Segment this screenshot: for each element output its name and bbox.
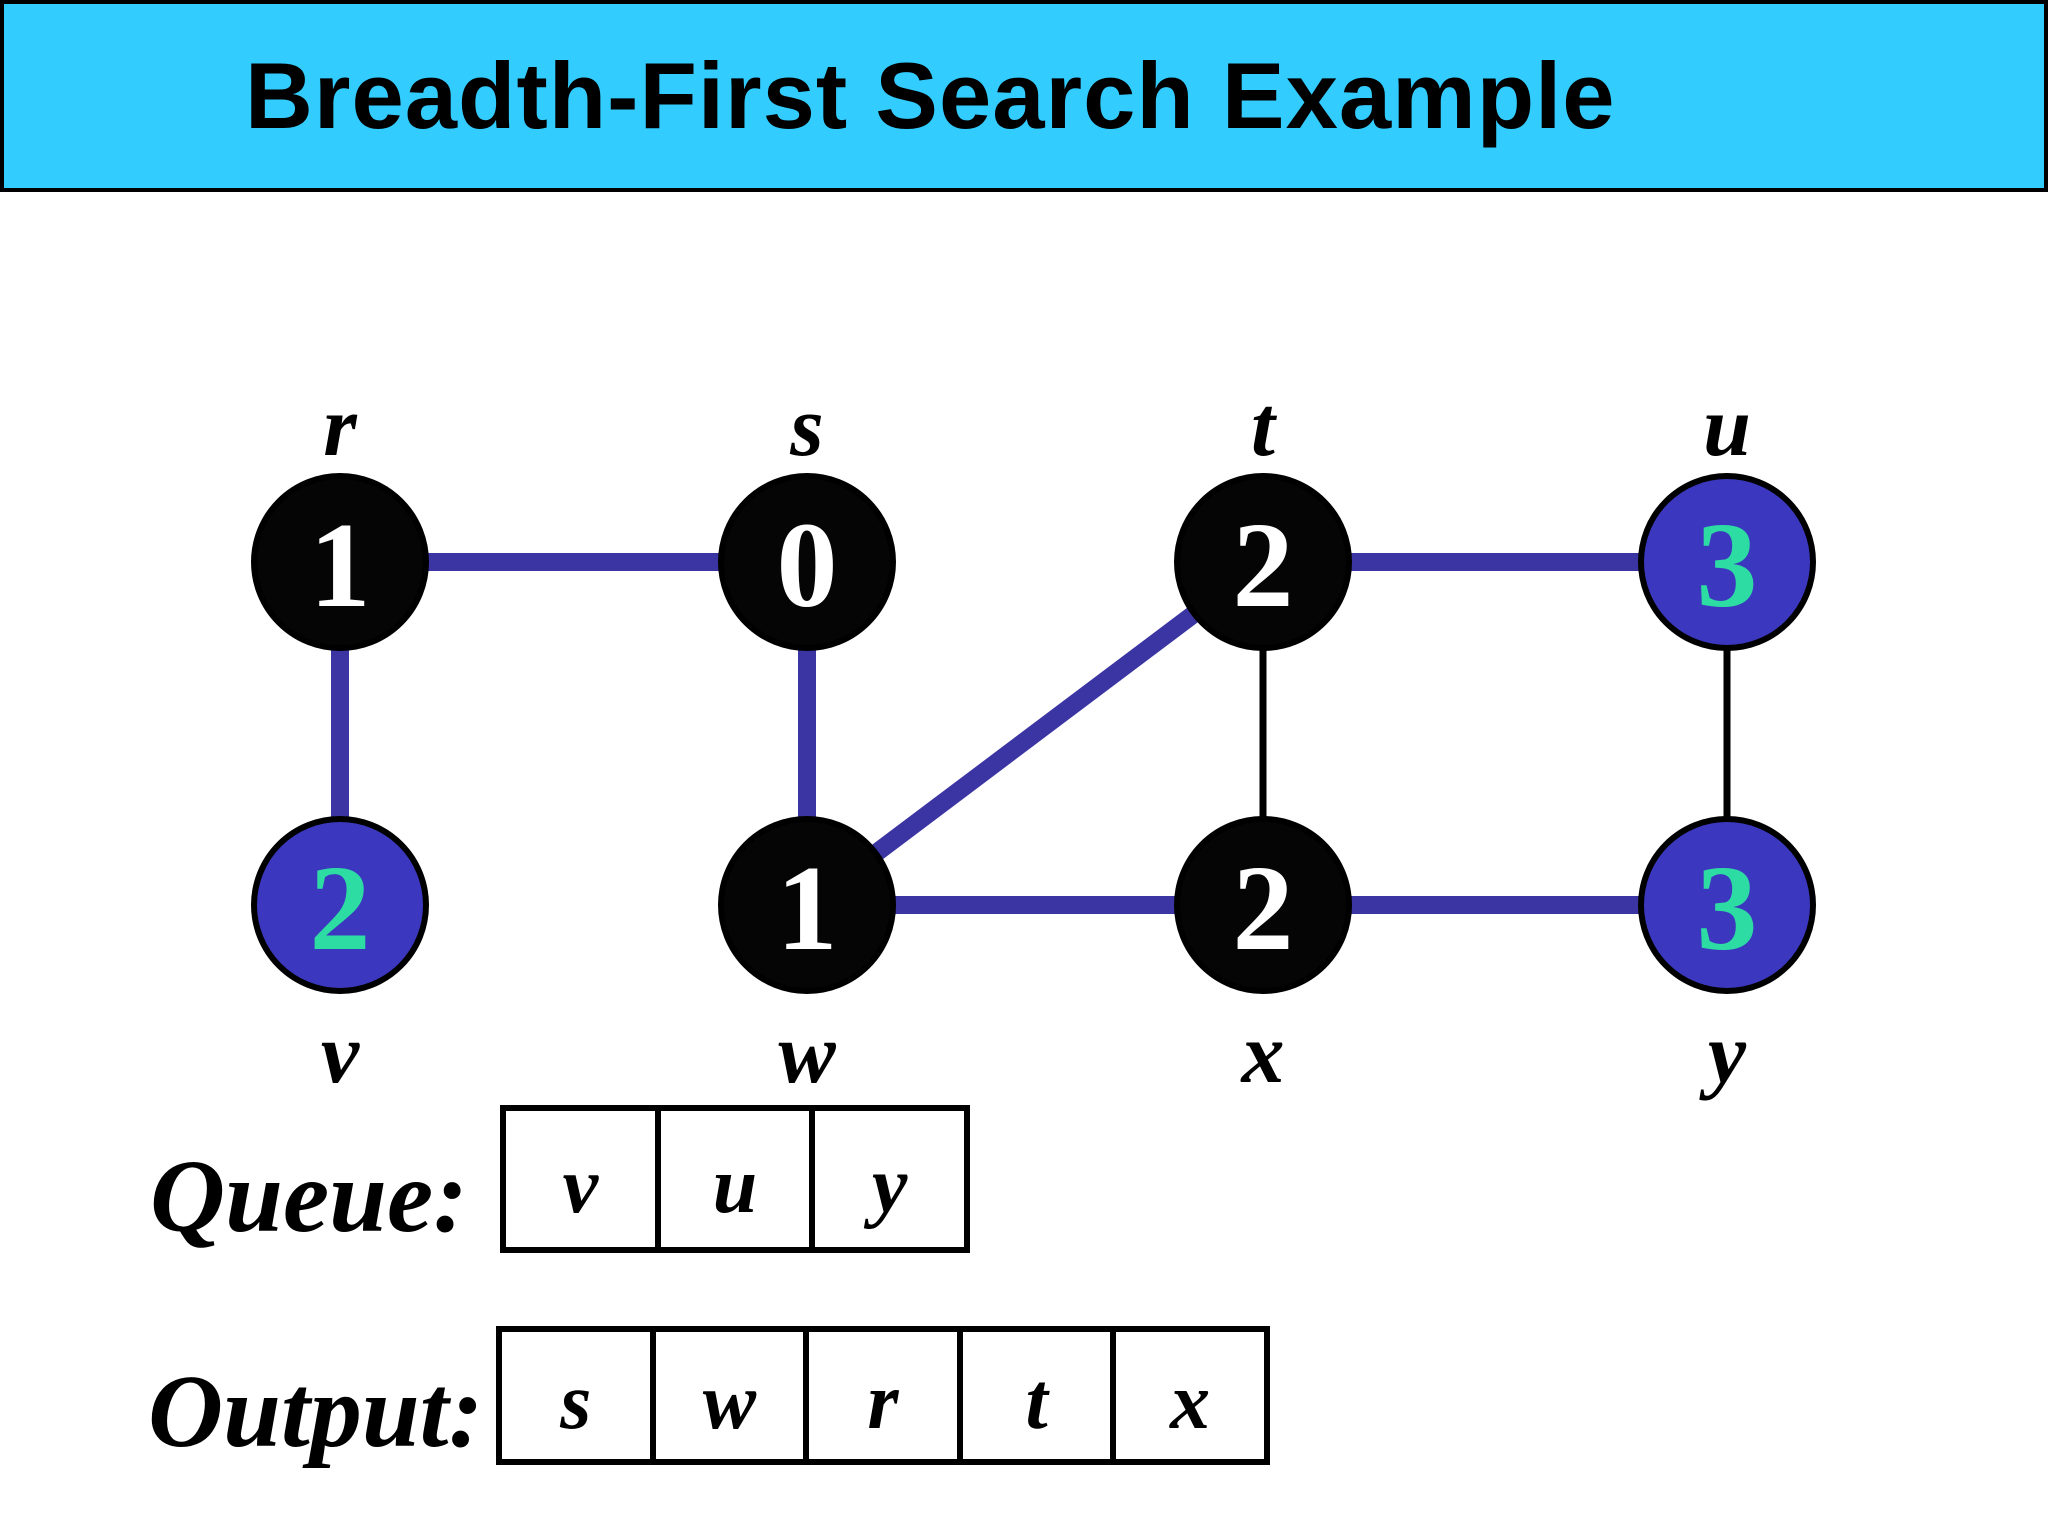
- node-w-label: w: [778, 1005, 836, 1101]
- node-y-label: y: [1699, 1005, 1747, 1101]
- node-r-circle: [251, 473, 429, 651]
- node-u-label: u: [1703, 378, 1751, 474]
- node-t-label: t: [1251, 378, 1278, 474]
- node-t-circle: [1174, 473, 1352, 651]
- output-cell: t: [956, 1326, 1117, 1465]
- node-u-circle: [1638, 473, 1816, 651]
- node-v-circle: [251, 816, 429, 994]
- node-s-label: s: [789, 378, 823, 474]
- output-cells: s w r t x: [496, 1326, 1270, 1465]
- node-w-circle: [718, 816, 896, 994]
- title-bar: Breadth-First Search Example: [0, 0, 2048, 192]
- output-cell: x: [1110, 1326, 1270, 1465]
- queue-cells: v u y: [500, 1105, 971, 1253]
- queue-cell: v: [500, 1105, 661, 1253]
- edge-w-t: [801, 554, 1269, 913]
- node-y-distance: 3: [1697, 841, 1758, 976]
- node-x-circle: [1174, 816, 1352, 994]
- queue-cell: u: [654, 1105, 816, 1253]
- node-x-distance: 2: [1233, 841, 1294, 976]
- bfs-graph: r s t u v w x y 1 0 2 3 2 1 2 3: [251, 378, 1816, 1101]
- node-r-label: r: [323, 378, 358, 474]
- node-r-distance: 1: [310, 498, 371, 633]
- node-v-label: v: [321, 1005, 360, 1101]
- node-t-distance: 2: [1233, 498, 1294, 633]
- node-x-label: x: [1240, 1005, 1285, 1101]
- output-label: Output:: [148, 1354, 484, 1469]
- queue-label: Queue:: [150, 1139, 468, 1254]
- queue-cell: y: [809, 1105, 971, 1253]
- output-cell: r: [803, 1326, 963, 1465]
- node-s-distance: 0: [777, 498, 838, 633]
- node-w-distance: 1: [777, 841, 838, 976]
- node-u-distance: 3: [1697, 498, 1758, 633]
- output-cell: w: [649, 1326, 810, 1465]
- output-cell: s: [496, 1326, 656, 1465]
- node-s-circle: [718, 473, 896, 651]
- node-v-distance: 2: [310, 841, 371, 976]
- node-y-circle: [1638, 816, 1816, 994]
- slide-title: Breadth-First Search Example: [245, 43, 1616, 148]
